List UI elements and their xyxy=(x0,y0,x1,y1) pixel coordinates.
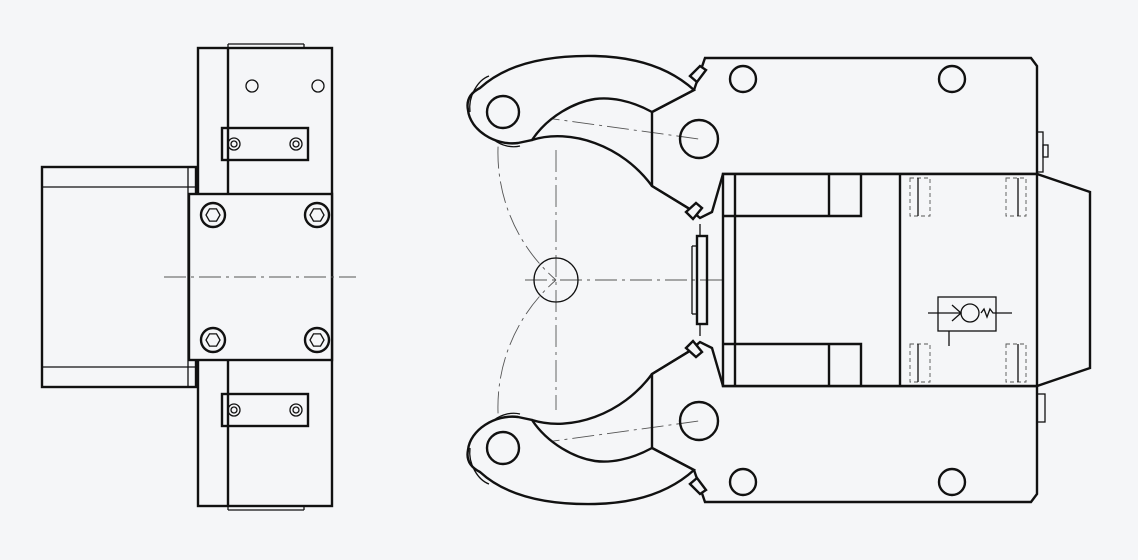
cylinder-body xyxy=(721,172,1092,388)
piston-lower xyxy=(723,342,863,386)
side-view-clamp-plate-bottom xyxy=(220,392,310,428)
side-view-socket-screws xyxy=(199,201,331,354)
upper-jaw xyxy=(466,54,699,217)
front-view xyxy=(466,54,1092,506)
lower-jaw xyxy=(466,343,699,506)
piston-upper xyxy=(723,174,863,218)
side-view xyxy=(40,43,356,511)
side-view-pin-holes-top xyxy=(245,79,325,93)
side-view-clamp-plate-top xyxy=(220,126,310,162)
side-view-plate-screws xyxy=(227,137,303,417)
jaw-pivot-holes xyxy=(678,118,720,442)
hidden-bolt-threads xyxy=(909,177,1027,383)
center-pivot-circle xyxy=(533,257,579,303)
side-ports xyxy=(1036,131,1049,423)
wedge-guide xyxy=(691,224,709,336)
housing-mounting-holes xyxy=(728,64,967,497)
jaw-rollers xyxy=(684,64,708,496)
check-valve-symbol xyxy=(928,296,1012,346)
